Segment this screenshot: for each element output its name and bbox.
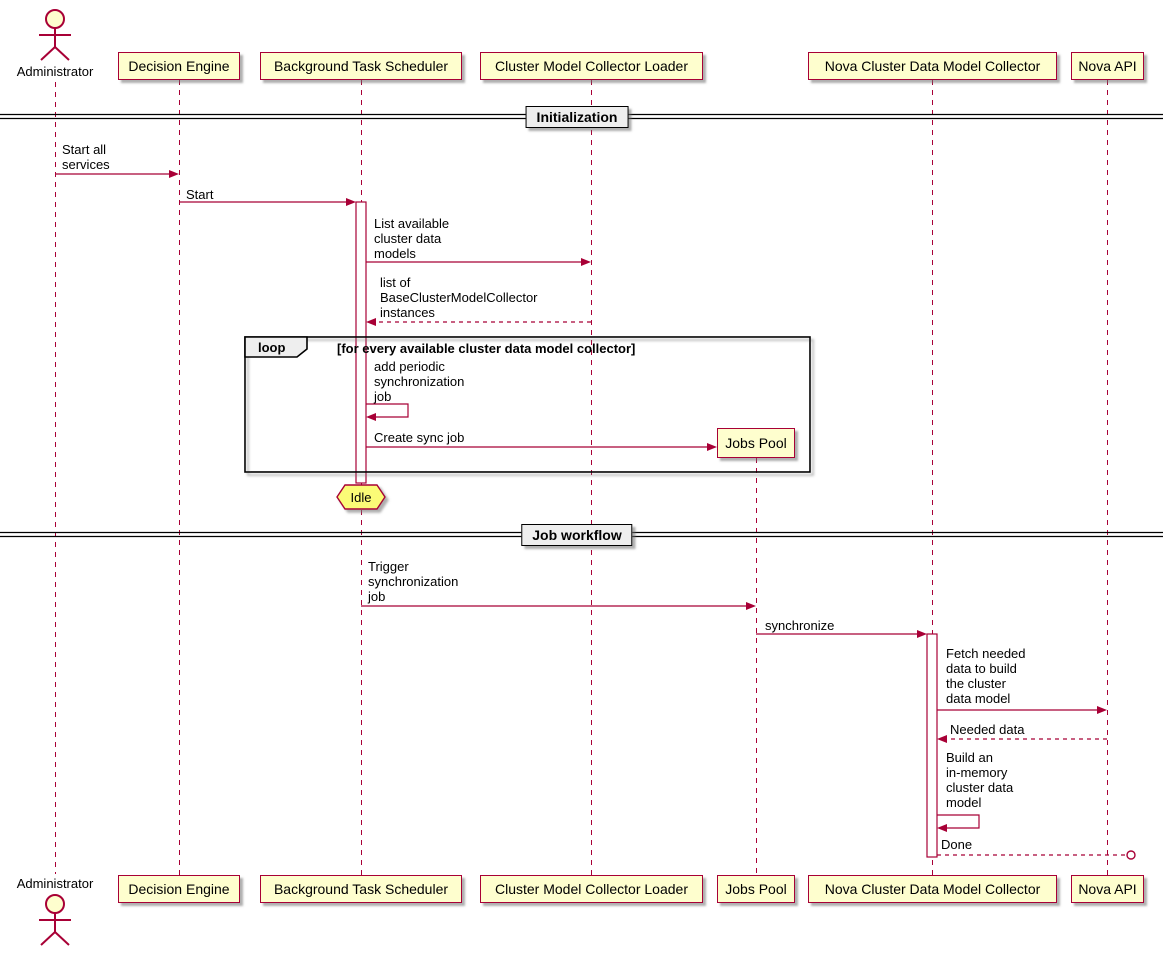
activation-scheduler xyxy=(355,201,367,484)
participant-label: Background Task Scheduler xyxy=(273,58,449,74)
loop-condition: [for every available cluster data model … xyxy=(337,341,636,356)
arrow-list-available xyxy=(366,258,591,266)
actor-figure-top xyxy=(39,9,71,61)
arrow-create-sync-job xyxy=(366,443,717,451)
arrow-fetch-needed xyxy=(937,706,1107,714)
participant-label: Jobs Pool xyxy=(725,435,787,451)
message-synchronize: synchronize xyxy=(765,618,835,633)
participant-collector-top: Nova Cluster Data Model Collector xyxy=(808,52,1057,80)
message-trigger-sync: Trigger synchronization job xyxy=(368,559,459,604)
idle-hexagon-note xyxy=(336,484,386,510)
message-list-available: List available cluster data models xyxy=(374,216,450,261)
actor-label-top: Administrator xyxy=(16,64,94,79)
done-endpoint-circle xyxy=(1126,850,1136,860)
message-list-return: list of BaseClusterModelCollector instan… xyxy=(380,275,538,320)
participant-nova-api-top: Nova API xyxy=(1071,52,1144,80)
participant-scheduler-top: Background Task Scheduler xyxy=(260,52,462,80)
participant-label: Cluster Model Collector Loader xyxy=(495,881,688,897)
arrow-add-periodic-self xyxy=(366,403,409,421)
participant-decision-engine-bottom: Decision Engine xyxy=(118,875,240,903)
arrow-list-return xyxy=(366,318,591,326)
arrow-start xyxy=(179,198,356,206)
message-fetch-needed: Fetch needed data to build the cluster d… xyxy=(946,646,1026,706)
divider-initialization: Initialization xyxy=(525,106,629,128)
arrow-done xyxy=(937,850,1136,860)
message-start: Start xyxy=(186,187,214,202)
participant-label: Decision Engine xyxy=(128,58,230,74)
participant-label: Jobs Pool xyxy=(725,881,787,897)
loop-keyword: loop xyxy=(258,340,286,355)
participant-label: Cluster Model Collector Loader xyxy=(495,58,688,74)
message-needed-data: Needed data xyxy=(950,722,1025,737)
message-build-model: Build an in-memory cluster data model xyxy=(946,750,1014,810)
participant-loader-bottom: Cluster Model Collector Loader xyxy=(480,875,703,903)
arrow-needed-data xyxy=(937,735,1107,743)
participant-label: Background Task Scheduler xyxy=(273,881,449,897)
arrow-trigger-sync xyxy=(361,602,756,610)
participant-nova-api-bottom: Nova API xyxy=(1071,875,1144,903)
participant-collector-bottom: Nova Cluster Data Model Collector xyxy=(808,875,1057,903)
message-done: Done xyxy=(941,837,973,852)
message-arrows xyxy=(55,170,1136,860)
participant-label: Nova API xyxy=(1078,58,1137,74)
divider-job-workflow: Job workflow xyxy=(521,524,633,546)
participant-scheduler-bottom: Background Task Scheduler xyxy=(260,875,462,903)
participant-label: Nova Cluster Data Model Collector xyxy=(824,881,1041,897)
actor-figure-bottom xyxy=(39,894,71,946)
activation-bars xyxy=(355,201,938,858)
participant-jobs-pool-created: Jobs Pool xyxy=(717,428,795,458)
message-start-all-services: Start all services xyxy=(62,142,110,172)
participant-jobs-pool-bottom: Jobs Pool xyxy=(717,875,795,903)
activation-collector xyxy=(926,633,938,858)
arrow-build-model-self xyxy=(937,814,980,832)
actor-label-bottom: Administrator xyxy=(16,876,94,891)
arrow-start-all-services xyxy=(55,170,179,178)
loop-frame xyxy=(244,336,811,473)
participant-label: Nova Cluster Data Model Collector xyxy=(824,58,1041,74)
idle-note-label: Idle xyxy=(350,490,372,505)
participant-label: Decision Engine xyxy=(128,881,230,897)
participant-decision-engine-top: Decision Engine xyxy=(118,52,240,80)
message-create-sync-job: Create sync job xyxy=(374,430,465,445)
participant-loader-top: Cluster Model Collector Loader xyxy=(480,52,703,80)
arrow-synchronize xyxy=(756,630,927,638)
divider-lines xyxy=(0,113,1163,538)
loop-operator-pentagon xyxy=(244,336,308,358)
participant-label: Nova API xyxy=(1078,881,1137,897)
message-add-periodic: add periodic synchronization job xyxy=(374,359,465,404)
